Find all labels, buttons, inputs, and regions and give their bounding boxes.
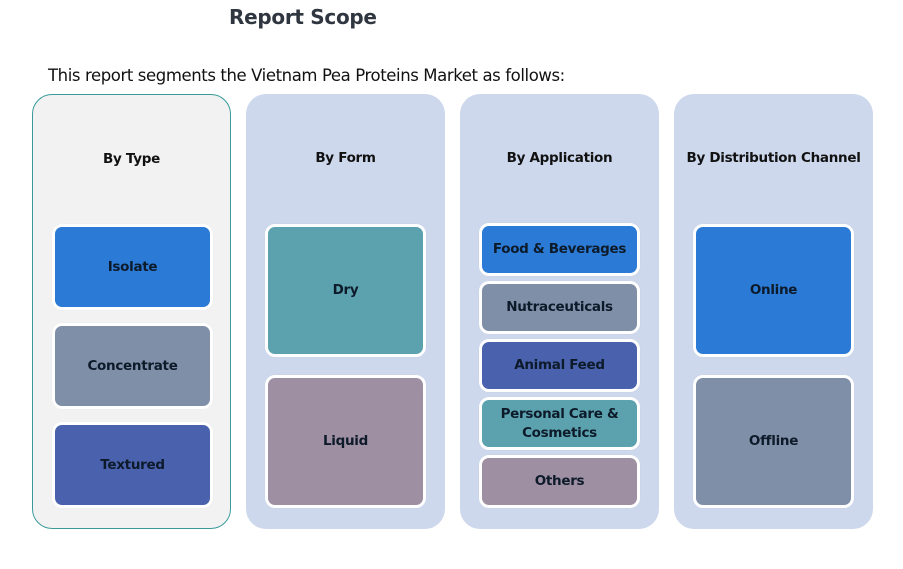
segment-by-distribution-channel: By Distribution Channel Online Offline [674,94,873,529]
segment-item-others: Others [479,455,640,508]
segment-item-food-beverages: Food & Beverages [479,223,640,276]
segment-item-animal-feed: Animal Feed [479,339,640,392]
segment-heading: By Type [103,151,160,167]
segment-by-application: By Application Food & Beverages Nutraceu… [460,94,659,529]
segment-item-textured: Textured [52,422,213,508]
segment-item-offline: Offline [693,375,854,508]
segment-item-personal-care-cosmetics: Personal Care & Cosmetics [479,397,640,450]
segment-item-nutraceuticals: Nutraceuticals [479,281,640,334]
segment-item-online: Online [693,224,854,357]
segment-heading: By Application [506,150,613,166]
segment-heading: By Form [315,150,376,166]
page-title: Report Scope [229,5,377,29]
segment-by-form: By Form Dry Liquid [246,94,445,529]
intro-text: This report segments the Vietnam Pea Pro… [48,66,565,85]
segment-item-dry: Dry [265,224,426,357]
segment-by-type: By Type Isolate Concentrate Textured [32,94,231,529]
segment-item-isolate: Isolate [52,224,213,310]
segment-item-concentrate: Concentrate [52,323,213,409]
segment-heading: By Distribution Channel [686,150,861,166]
segment-item-liquid: Liquid [265,375,426,508]
